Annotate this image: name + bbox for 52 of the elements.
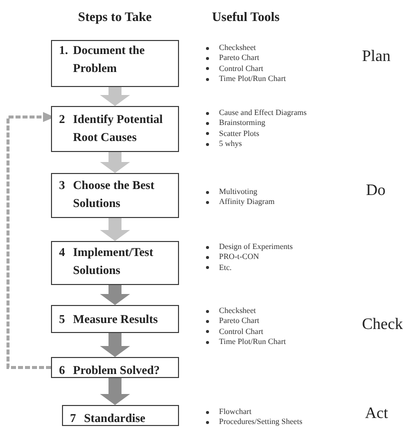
tool-name: Checksheet (219, 306, 256, 316)
step-number: 2 (59, 112, 65, 126)
tool-name: Checksheet (219, 43, 256, 54)
block-arrow (100, 285, 130, 305)
step-box (51, 241, 179, 285)
phase-label: Check (362, 316, 403, 334)
step-number: 7 (70, 411, 76, 425)
step-box (51, 357, 179, 378)
block-arrow (100, 378, 130, 405)
phase-label: Act (365, 405, 388, 423)
phase-label: Plan (362, 48, 390, 66)
tool-name: Control Chart (219, 326, 264, 338)
tool-name: Flowchart (219, 407, 252, 418)
step-title: Standardise (84, 411, 146, 425)
tool-name: Design of Experiments (219, 242, 293, 252)
tool-name: Pareto Chart (219, 53, 260, 64)
step-title: Implement/Test Solutions (73, 245, 154, 277)
tool-name: Pareto Chart (219, 316, 260, 327)
tool-name: Time Plot/Run Chart (219, 337, 286, 348)
step-title: Identify Potential Root Causes (73, 112, 163, 144)
tool-name: Time Plot/Run Chart (219, 74, 286, 85)
step-number: 5 (59, 312, 65, 326)
step-title: Measure Results (73, 312, 158, 326)
tool-name: Affinity Diagram (219, 197, 275, 208)
tool-name: Multivoting (219, 187, 258, 198)
step-number: 6 (59, 363, 65, 377)
block-arrow (100, 152, 130, 173)
phase-label: Do (366, 182, 386, 200)
column-heading: Useful Tools (212, 9, 280, 25)
step-title: Problem Solved? (73, 363, 160, 377)
step-box (51, 40, 179, 87)
step-box (62, 405, 179, 426)
step-title: Document the Problem (73, 43, 145, 75)
block-arrow (100, 218, 130, 241)
tool-name: Brainstorming (219, 118, 266, 129)
tool-name: Etc. (219, 262, 232, 274)
block-arrow (100, 87, 130, 106)
block-arrow (100, 333, 130, 357)
step-title: Choose the Best Solutions (73, 178, 154, 210)
step-box (51, 305, 179, 333)
step-box (51, 173, 179, 218)
tool-name: Scatter Plots (219, 128, 260, 140)
tool-name: Control Chart (219, 64, 264, 74)
step-box (51, 106, 179, 152)
tool-name: PRO-t-CON (219, 252, 260, 263)
step-number: 4 (59, 245, 65, 259)
step-number: 1. (59, 43, 68, 57)
tool-name: Procedures/Setting Sheets (219, 417, 302, 427)
column-heading: Steps to Take (78, 9, 152, 25)
tool-name: Cause and Effect Diagrams (219, 108, 307, 118)
step-number: 3 (59, 178, 65, 192)
tool-name: 5 whys (219, 139, 242, 150)
